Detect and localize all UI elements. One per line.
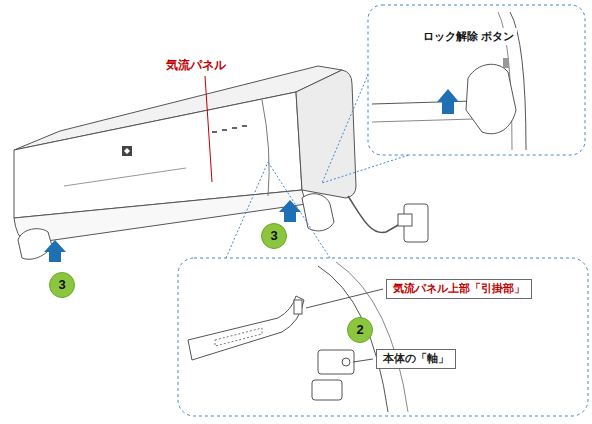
bracket (312, 380, 342, 400)
up-arrow (437, 89, 459, 114)
indicators (212, 125, 247, 133)
callout-circle (348, 318, 373, 343)
part-label: 気流パネル上部「引掛部」 (393, 282, 525, 295)
up-arrow (279, 200, 301, 222)
lock-button (503, 58, 509, 68)
hand (466, 64, 516, 133)
zoom-frame (368, 5, 585, 155)
logo-mark (124, 148, 130, 154)
leader-line (353, 359, 373, 362)
shaft (342, 358, 350, 366)
left-hand (18, 229, 52, 260)
callout-number: 3 (261, 223, 287, 249)
part-name: 気流パネル (163, 56, 229, 75)
callout-number: 3 (270, 228, 277, 244)
callout-circle (50, 273, 75, 298)
hook (294, 300, 302, 314)
bracket (318, 350, 354, 374)
unit-side (296, 70, 356, 198)
panel-line (64, 168, 186, 186)
logo (122, 146, 132, 156)
airflow-panel (188, 296, 304, 360)
leader-line (306, 289, 383, 308)
leader-line (205, 76, 212, 182)
zoom-line (322, 154, 412, 183)
callout-number: 2 (347, 317, 373, 343)
callout-number: 3 (58, 277, 65, 293)
plug (398, 214, 412, 226)
up-arrow (44, 240, 66, 262)
part-label: 本体の「軸」 (383, 352, 449, 365)
callout-circle (262, 224, 287, 249)
callout-number: 2 (356, 322, 363, 338)
power-cable (348, 196, 400, 232)
part-label-box: 本体の「軸」 (376, 349, 456, 369)
panel-slot (215, 328, 262, 346)
callout-number: 3 (49, 272, 75, 298)
part-label-box: 気流パネル上部「引掛部」 (386, 279, 532, 299)
zoom-line (226, 162, 268, 258)
part-name: ロック解除 ボタン (420, 28, 517, 45)
panel-seam (262, 100, 269, 196)
zoom-line (322, 70, 370, 183)
right-hand (302, 194, 334, 231)
zoom-frame (178, 258, 588, 416)
